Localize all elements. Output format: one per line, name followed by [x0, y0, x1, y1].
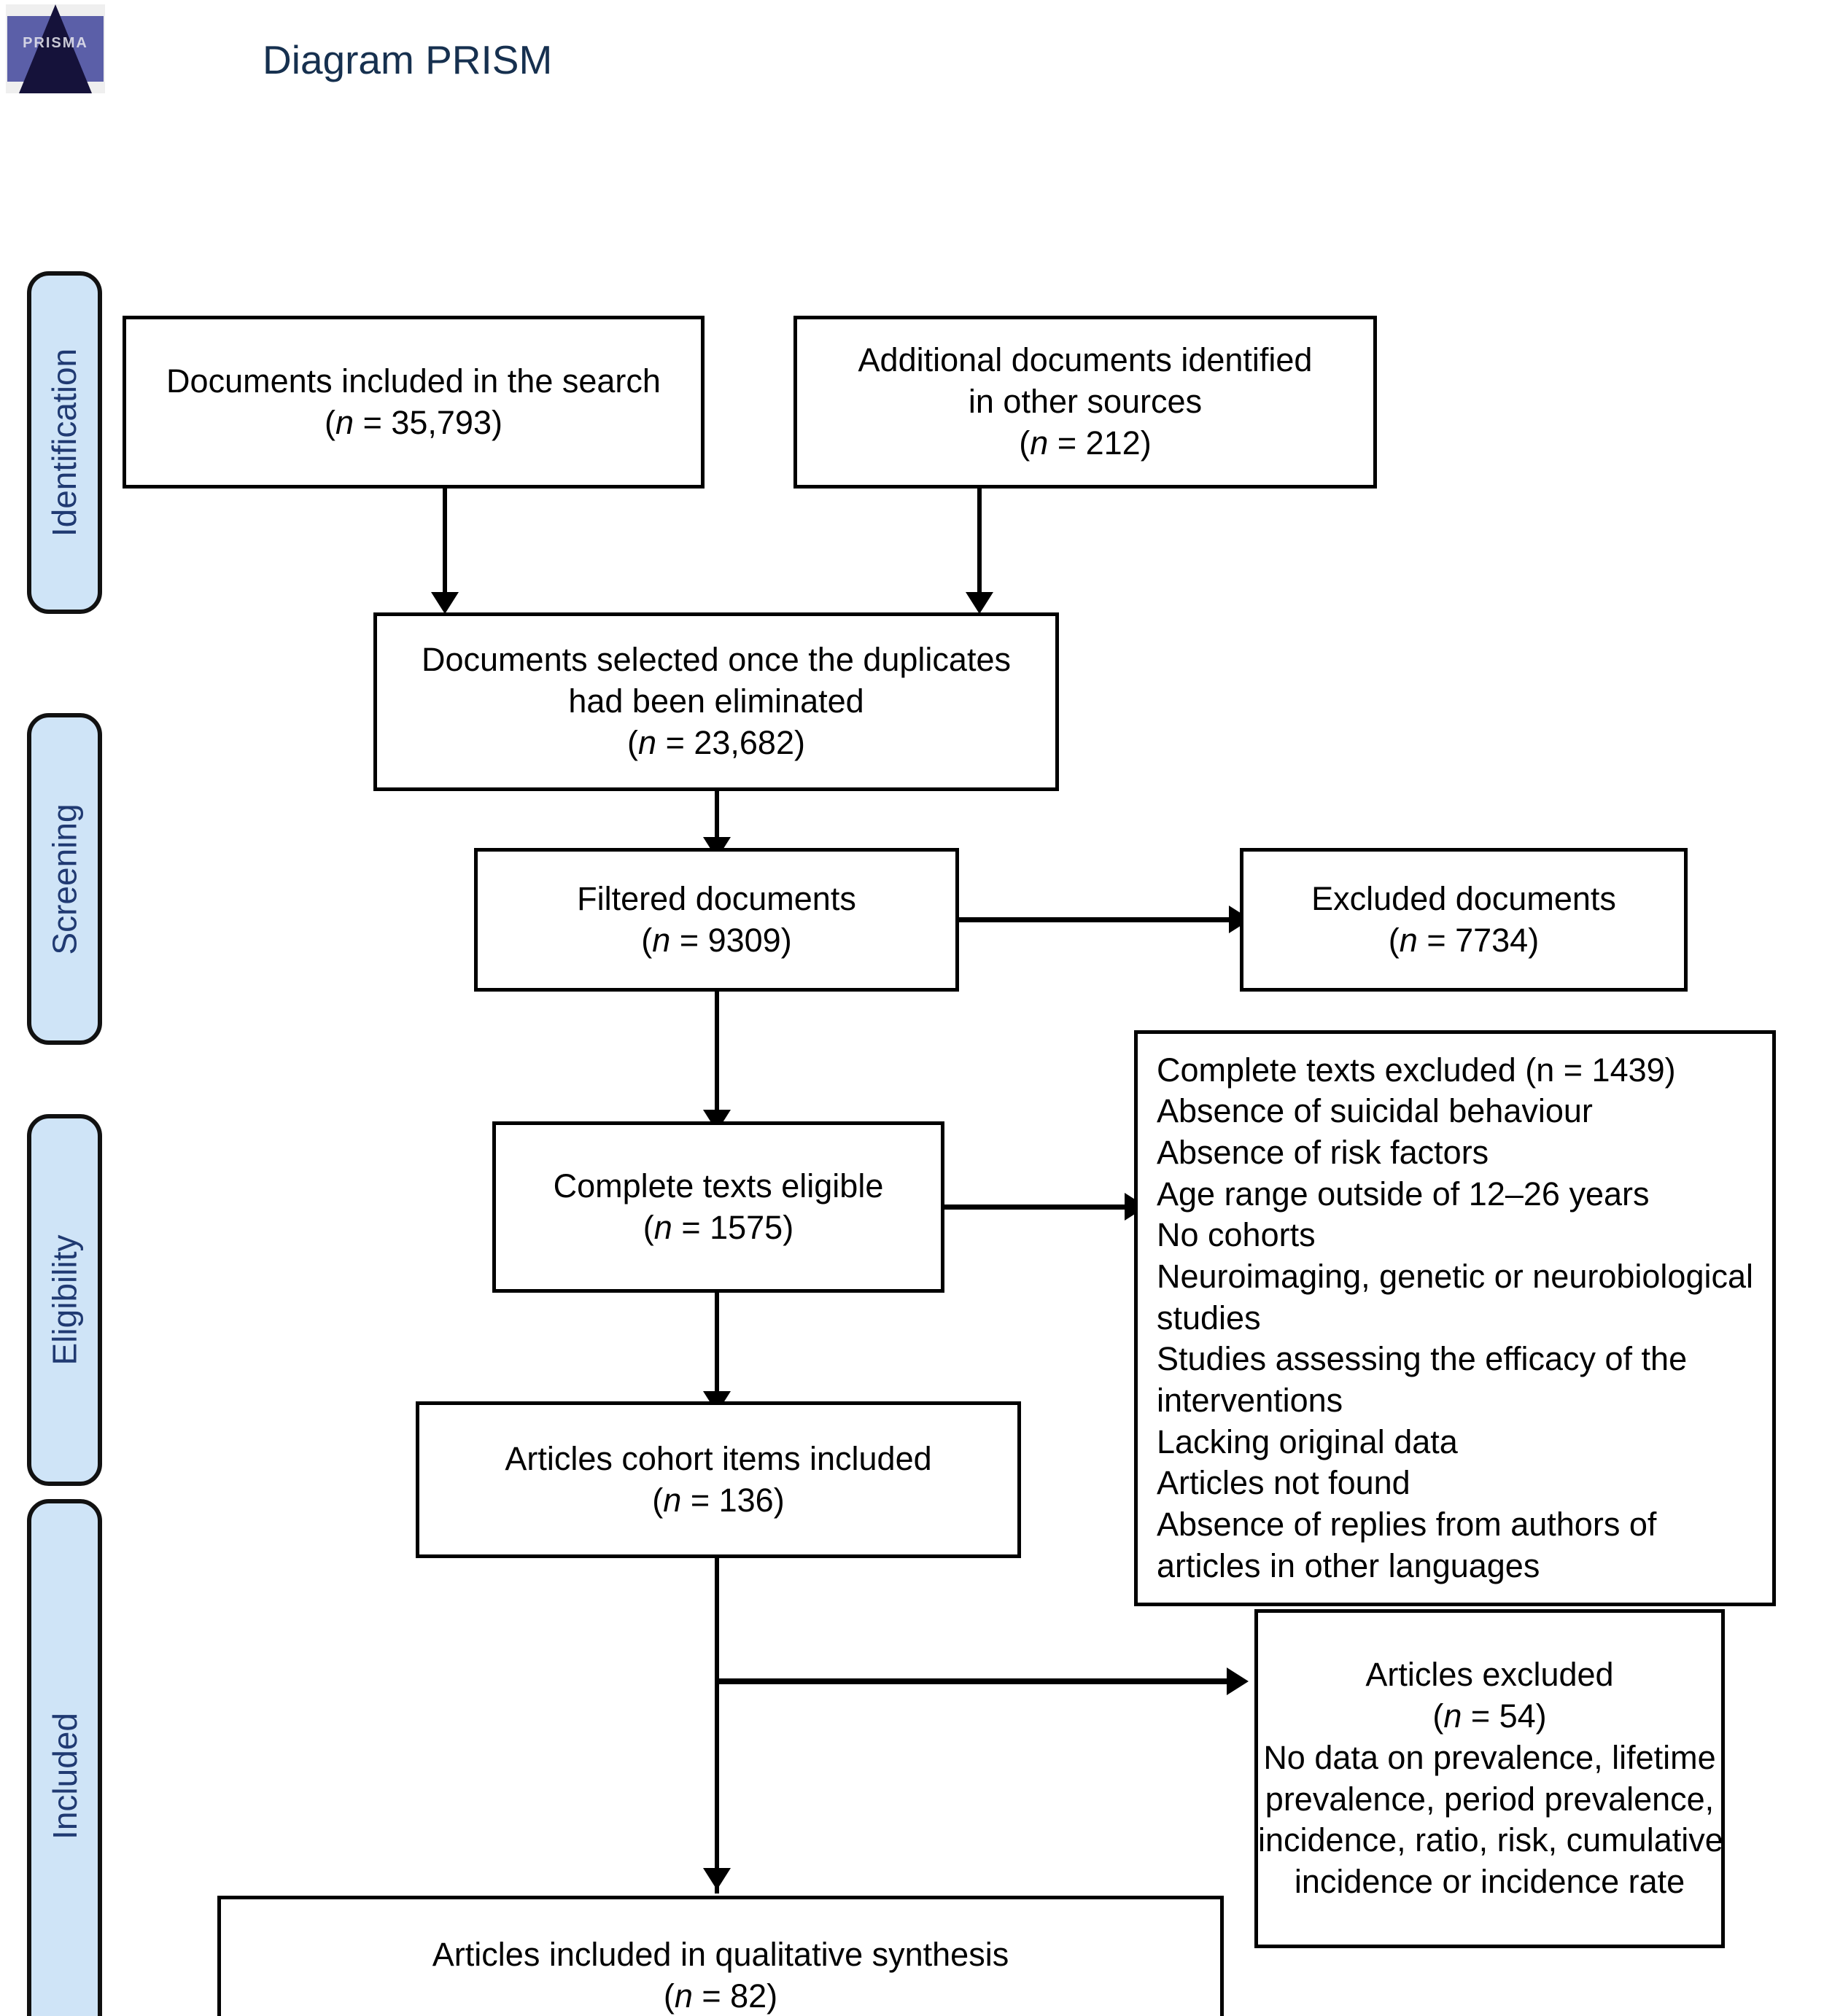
box-count: (n = 35,793) — [325, 403, 502, 441]
box-line: Excluded documents — [1311, 879, 1616, 917]
connector-cohort-to-synthesis — [715, 1558, 719, 1894]
exclusion-reason: No cohorts — [1157, 1216, 1316, 1254]
box-line: Documents included in the search — [166, 362, 661, 400]
connector-eligible-to-cohort — [715, 1293, 719, 1395]
box-line: incidence, ratio, risk, cumulative — [1258, 1821, 1723, 1859]
box-articles-excluded: Articles excluded (n = 54) No data on pr… — [1254, 1609, 1725, 1948]
box-count: (n = 7734) — [1388, 921, 1540, 959]
box-count: (n = 1575) — [643, 1208, 794, 1246]
exclusion-reason: Lacking original data — [1157, 1423, 1458, 1460]
box-articles-cohort-items-included: Articles cohort items included (n = 136) — [416, 1401, 1021, 1558]
phase-label-included: Included — [45, 1713, 84, 1840]
box-line: Additional documents identified — [858, 341, 1313, 379]
box-excluded-documents: Excluded documents (n = 7734) — [1240, 848, 1688, 992]
box-line: prevalence, period prevalence, — [1265, 1780, 1715, 1818]
box-line: in other sources — [968, 383, 1203, 421]
box-count: (n = 23,682) — [627, 723, 805, 761]
box-line: Filtered documents — [577, 879, 856, 917]
box-line: No data on prevalence, lifetime — [1263, 1738, 1716, 1776]
connector-other-to-dedup — [977, 489, 982, 596]
box-articles-included-qualitative-synthesis: Articles included in qualitative synthes… — [217, 1896, 1224, 2016]
box-complete-texts-excluded-reasons: Complete texts excluded (n = 1439) Absen… — [1134, 1030, 1776, 1606]
page-title: Diagram PRISM — [263, 37, 553, 82]
phase-pill-included: Included — [27, 1499, 102, 2016]
arrowhead-other-to-dedup — [966, 592, 993, 614]
box-count: (n = 9309) — [641, 921, 792, 959]
logo-triangle — [19, 4, 92, 93]
exclusion-reason: Studies assessing the efficacy of the in… — [1157, 1340, 1688, 1420]
exclusion-reason: Age range outside of 12–26 years — [1157, 1175, 1650, 1213]
phase-label-screening: Screening — [45, 803, 84, 955]
box-line: incidence or incidence rate — [1294, 1862, 1685, 1900]
box-line: Articles excluded — [1365, 1656, 1614, 1694]
connector-screened-to-eligible — [715, 992, 719, 1114]
box-line: had been eliminated — [568, 682, 864, 720]
exclusion-reason: Absence of suicidal behaviour — [1157, 1092, 1593, 1130]
exclusion-reason: Articles not found — [1157, 1464, 1410, 1502]
box-count: (n = 212) — [1019, 424, 1152, 462]
arrowhead-cohort-to-synthesis — [703, 1868, 731, 1890]
arrowhead-search-to-dedup — [431, 592, 459, 614]
box-line: Articles cohort items included — [505, 1439, 932, 1477]
exclusion-reason: Absence of risk factors — [1157, 1133, 1489, 1171]
box-count: (n = 82) — [663, 1977, 778, 2015]
box-additional-documents-other-sources: Additional documents identified in other… — [793, 316, 1377, 489]
box-documents-included-in-search: Documents included in the search (n = 35… — [123, 316, 705, 489]
prisma-logo-icon: PRISMA — [6, 4, 105, 93]
phase-pill-screening: Screening — [27, 713, 102, 1045]
connector-dedup-to-screened — [715, 791, 719, 841]
box-filtered-documents: Filtered documents (n = 9309) — [474, 848, 959, 992]
box-count: (n = 136) — [652, 1481, 785, 1519]
phase-label-identification: Identification — [45, 348, 84, 537]
box-line: Complete texts eligible — [553, 1167, 884, 1204]
exclusion-reason: Complete texts excluded (n = 1439) — [1157, 1051, 1676, 1089]
exclusion-reason: Neuroimaging, genetic or neurobiological… — [1157, 1257, 1753, 1336]
phase-pill-identification: Identification — [27, 271, 102, 614]
connector-search-to-dedup — [443, 489, 447, 596]
arrowhead-cohort-to-articles-excluded — [1227, 1667, 1249, 1695]
box-line: Articles included in qualitative synthes… — [432, 1936, 1009, 1974]
connector-eligible-to-fulltext-excluded — [944, 1204, 1128, 1210]
box-documents-after-duplicates-removed: Documents selected once the duplicates h… — [373, 612, 1059, 791]
phase-label-eligibility: Eligibility — [45, 1234, 84, 1366]
connector-screened-to-excluded — [959, 917, 1233, 922]
logo-wordmark: PRISMA — [23, 35, 88, 51]
exclusion-reason: Absence of replies from authors of artic… — [1157, 1506, 1657, 1584]
exclusion-reason-list: Complete texts excluded (n = 1439) Absen… — [1138, 1050, 1772, 1587]
box-complete-texts-eligible: Complete texts eligible (n = 1575) — [492, 1121, 944, 1293]
box-count: (n = 54) — [1432, 1697, 1547, 1735]
phase-pill-eligibility: Eligibility — [27, 1114, 102, 1486]
connector-cohort-to-articles-excluded — [715, 1678, 1230, 1684]
box-line: Documents selected once the duplicates — [422, 641, 1011, 679]
